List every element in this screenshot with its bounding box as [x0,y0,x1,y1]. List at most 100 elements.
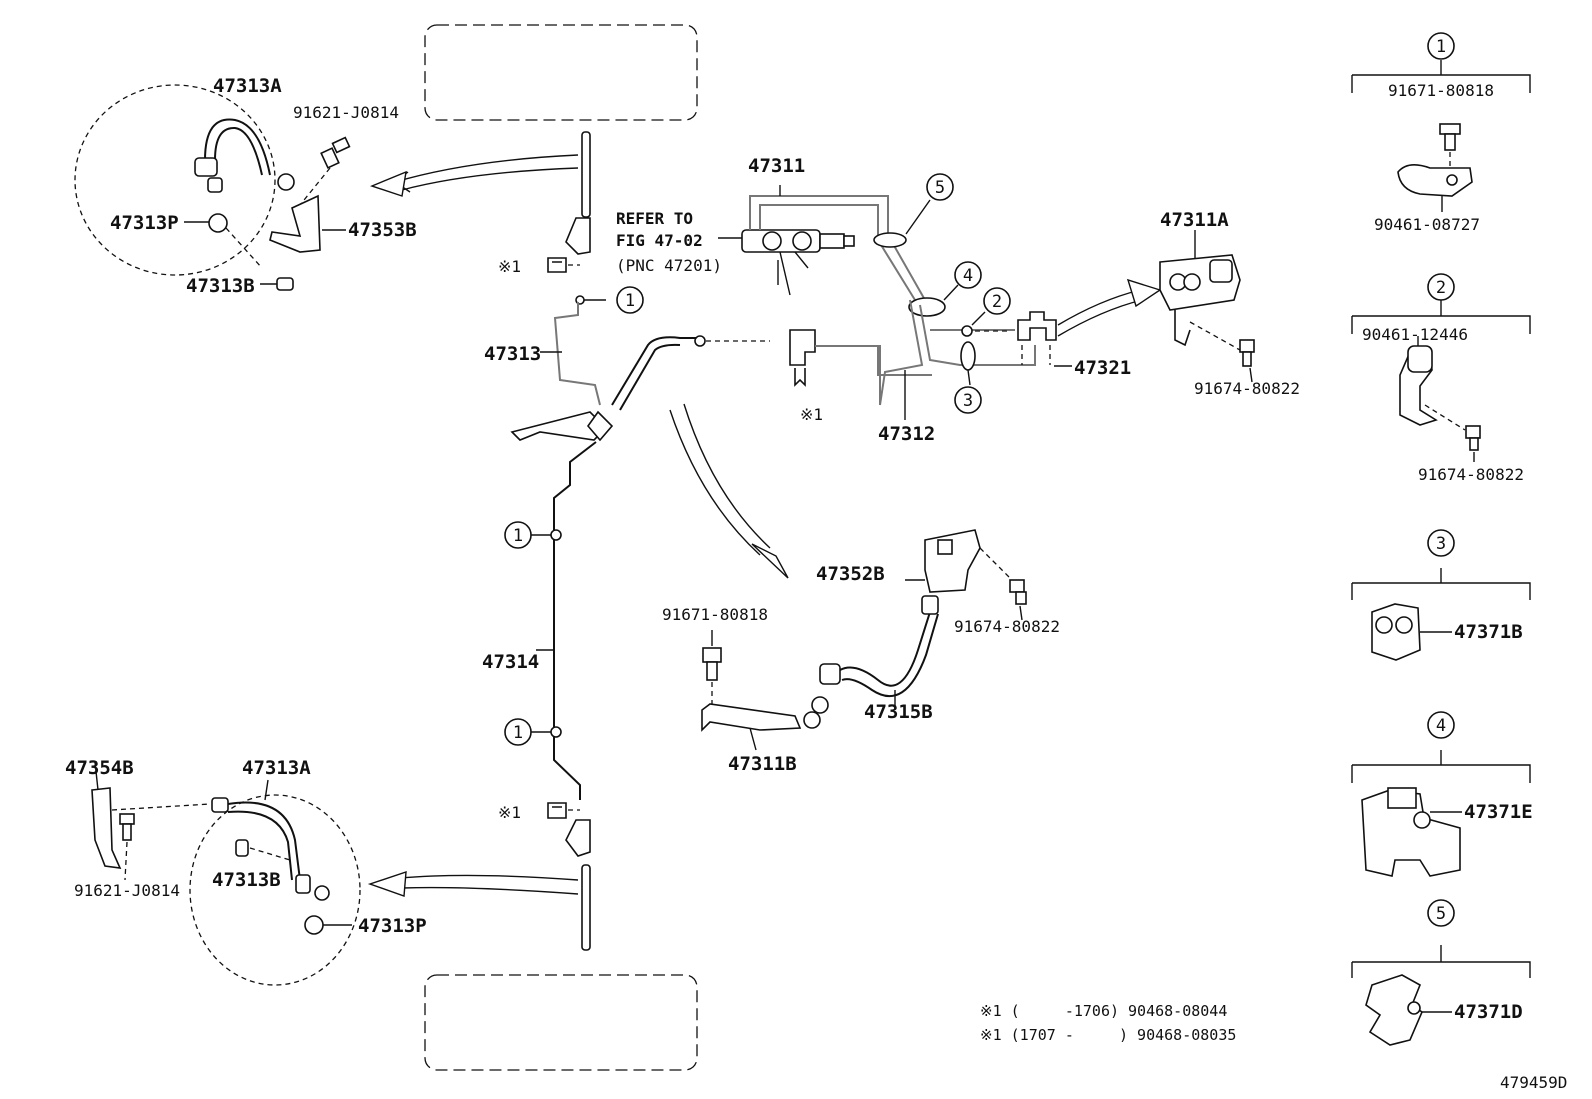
legend-1-part-b: 90461-08727 [1374,215,1480,234]
svg-text:3: 3 [963,391,973,411]
label-47313P-bottom: 47313P [358,915,427,937]
label-91674-bracket: 91674-80822 [954,617,1060,636]
label-47311A: 47311A [1160,209,1229,231]
clip-x1-bottom [547,802,567,819]
bolt-91674-bracket [1009,579,1027,605]
clip-x1-top [547,257,567,273]
legend-header-5: 5 [1427,899,1455,927]
label-47313: 47313 [484,343,541,365]
label-47311B: 47311B [728,753,797,775]
label-47313A-top: 47313A [213,75,282,97]
legend-header-3: 3 [1427,529,1455,557]
bolt-91621-bottom [119,813,135,841]
label-refer-1: REFER TO [616,209,693,228]
label-refer-3: (PNC 47201) [616,256,722,275]
svg-text:4: 4 [963,266,973,286]
label-91621-bottom: 91621-J0814 [74,881,180,900]
detail-ellipse-bottom [189,794,361,986]
bracket-47312 [789,329,816,366]
bracket-lower [565,819,591,857]
note-line-1: ※1 ( -1706) 90468-08044 [980,1002,1227,1020]
legend-header-4: 4 [1427,711,1455,739]
label-47315B: 47315B [864,701,933,723]
legend-5-part: 47371D [1454,1001,1523,1023]
svg-text:5: 5 [1436,904,1446,924]
svg-text:1: 1 [1436,37,1446,57]
legend-1-clamp [1397,164,1473,197]
legend-1-part-a: 91671-80818 [1388,81,1494,100]
callout-5: 5 [926,173,954,201]
svg-text:1: 1 [625,291,635,311]
figure-id: 479459D [1500,1073,1567,1092]
clip-47313P-top [208,213,228,233]
wheel-box-bottom [424,974,698,1071]
legend-header-1: 1 [1427,32,1455,60]
pipe-to-47312 [611,336,698,406]
callout-3: 3 [954,386,982,414]
label-47312: 47312 [878,423,935,445]
connector-47321 [1017,311,1057,341]
hose-47315B [839,611,931,687]
label-47313P-top: 47313P [110,212,179,234]
bracket-47311B [701,703,802,732]
bolt-47313B-bottom [235,839,249,857]
hose-47313A-bottom [227,801,301,881]
callout-1-low: 1 [504,718,532,746]
callout-1-upper: 1 [616,286,644,314]
svg-text:5: 5 [935,178,945,198]
label-91674-mid: 91674-80822 [1194,379,1300,398]
svg-text:2: 2 [1436,278,1446,298]
bracket-47353B [269,194,321,253]
label-x1-mid: ※1 [800,405,823,424]
bolt-91621-top [320,136,351,169]
svg-text:4: 4 [1436,716,1446,736]
block-47311A [1159,254,1241,347]
callout-1-mid: 1 [504,521,532,549]
junction-bracket [510,411,608,441]
bolt-91671-mid [702,647,722,681]
bolt-91674-mid [1239,339,1255,367]
label-91621-top: 91621-J0814 [293,103,399,122]
bolt-47313B-top [276,277,294,291]
clip-47313P-bottom [304,915,324,935]
label-x1-top: ※1 [498,257,521,276]
hose-47313A-top [204,118,271,176]
callout-2: 2 [983,287,1011,315]
svg-text:1: 1 [513,723,523,743]
axle-rod-bottom [581,864,591,951]
svg-text:2: 2 [992,292,1002,312]
bracket-upper [565,217,591,255]
legend-2-part-b: 91674-80822 [1418,465,1524,484]
detail-ellipse-top [74,84,276,276]
label-refer-2: FIG 47-02 [616,231,703,250]
legend-4-part: 47371E [1464,801,1533,823]
label-47352B: 47352B [816,563,885,585]
label-47313B-bottom: 47313B [212,869,281,891]
bracket-47354B [91,787,122,869]
legend-1-bolt [1439,123,1461,151]
legend-header-2: 2 [1427,273,1455,301]
label-47314: 47314 [482,651,539,673]
label-47321: 47321 [1074,357,1131,379]
callout-4: 4 [954,261,982,289]
label-47354B: 47354B [65,757,134,779]
svg-text:1: 1 [513,526,523,546]
label-x1-bot: ※1 [498,803,521,822]
label-47311: 47311 [748,155,805,177]
pipe-47314 [553,441,597,800]
legend-2-part-a: 90461-12446 [1362,325,1468,344]
legend-5-clamp-47371D [1365,974,1423,1046]
svg-text:3: 3 [1436,534,1446,554]
pipe-47313 [553,302,601,406]
legend-3-part: 47371B [1454,621,1523,643]
label-47353B: 47353B [348,219,417,241]
label-47313A-bottom: 47313A [242,757,311,779]
label-47313B-top: 47313B [186,275,255,297]
arrow-top-left [394,154,579,193]
wheel-box-top [424,24,698,121]
axle-rod-top [581,131,591,218]
master-cylinder-47311 [741,229,855,296]
label-91671-mid: 91671-80818 [662,605,768,624]
